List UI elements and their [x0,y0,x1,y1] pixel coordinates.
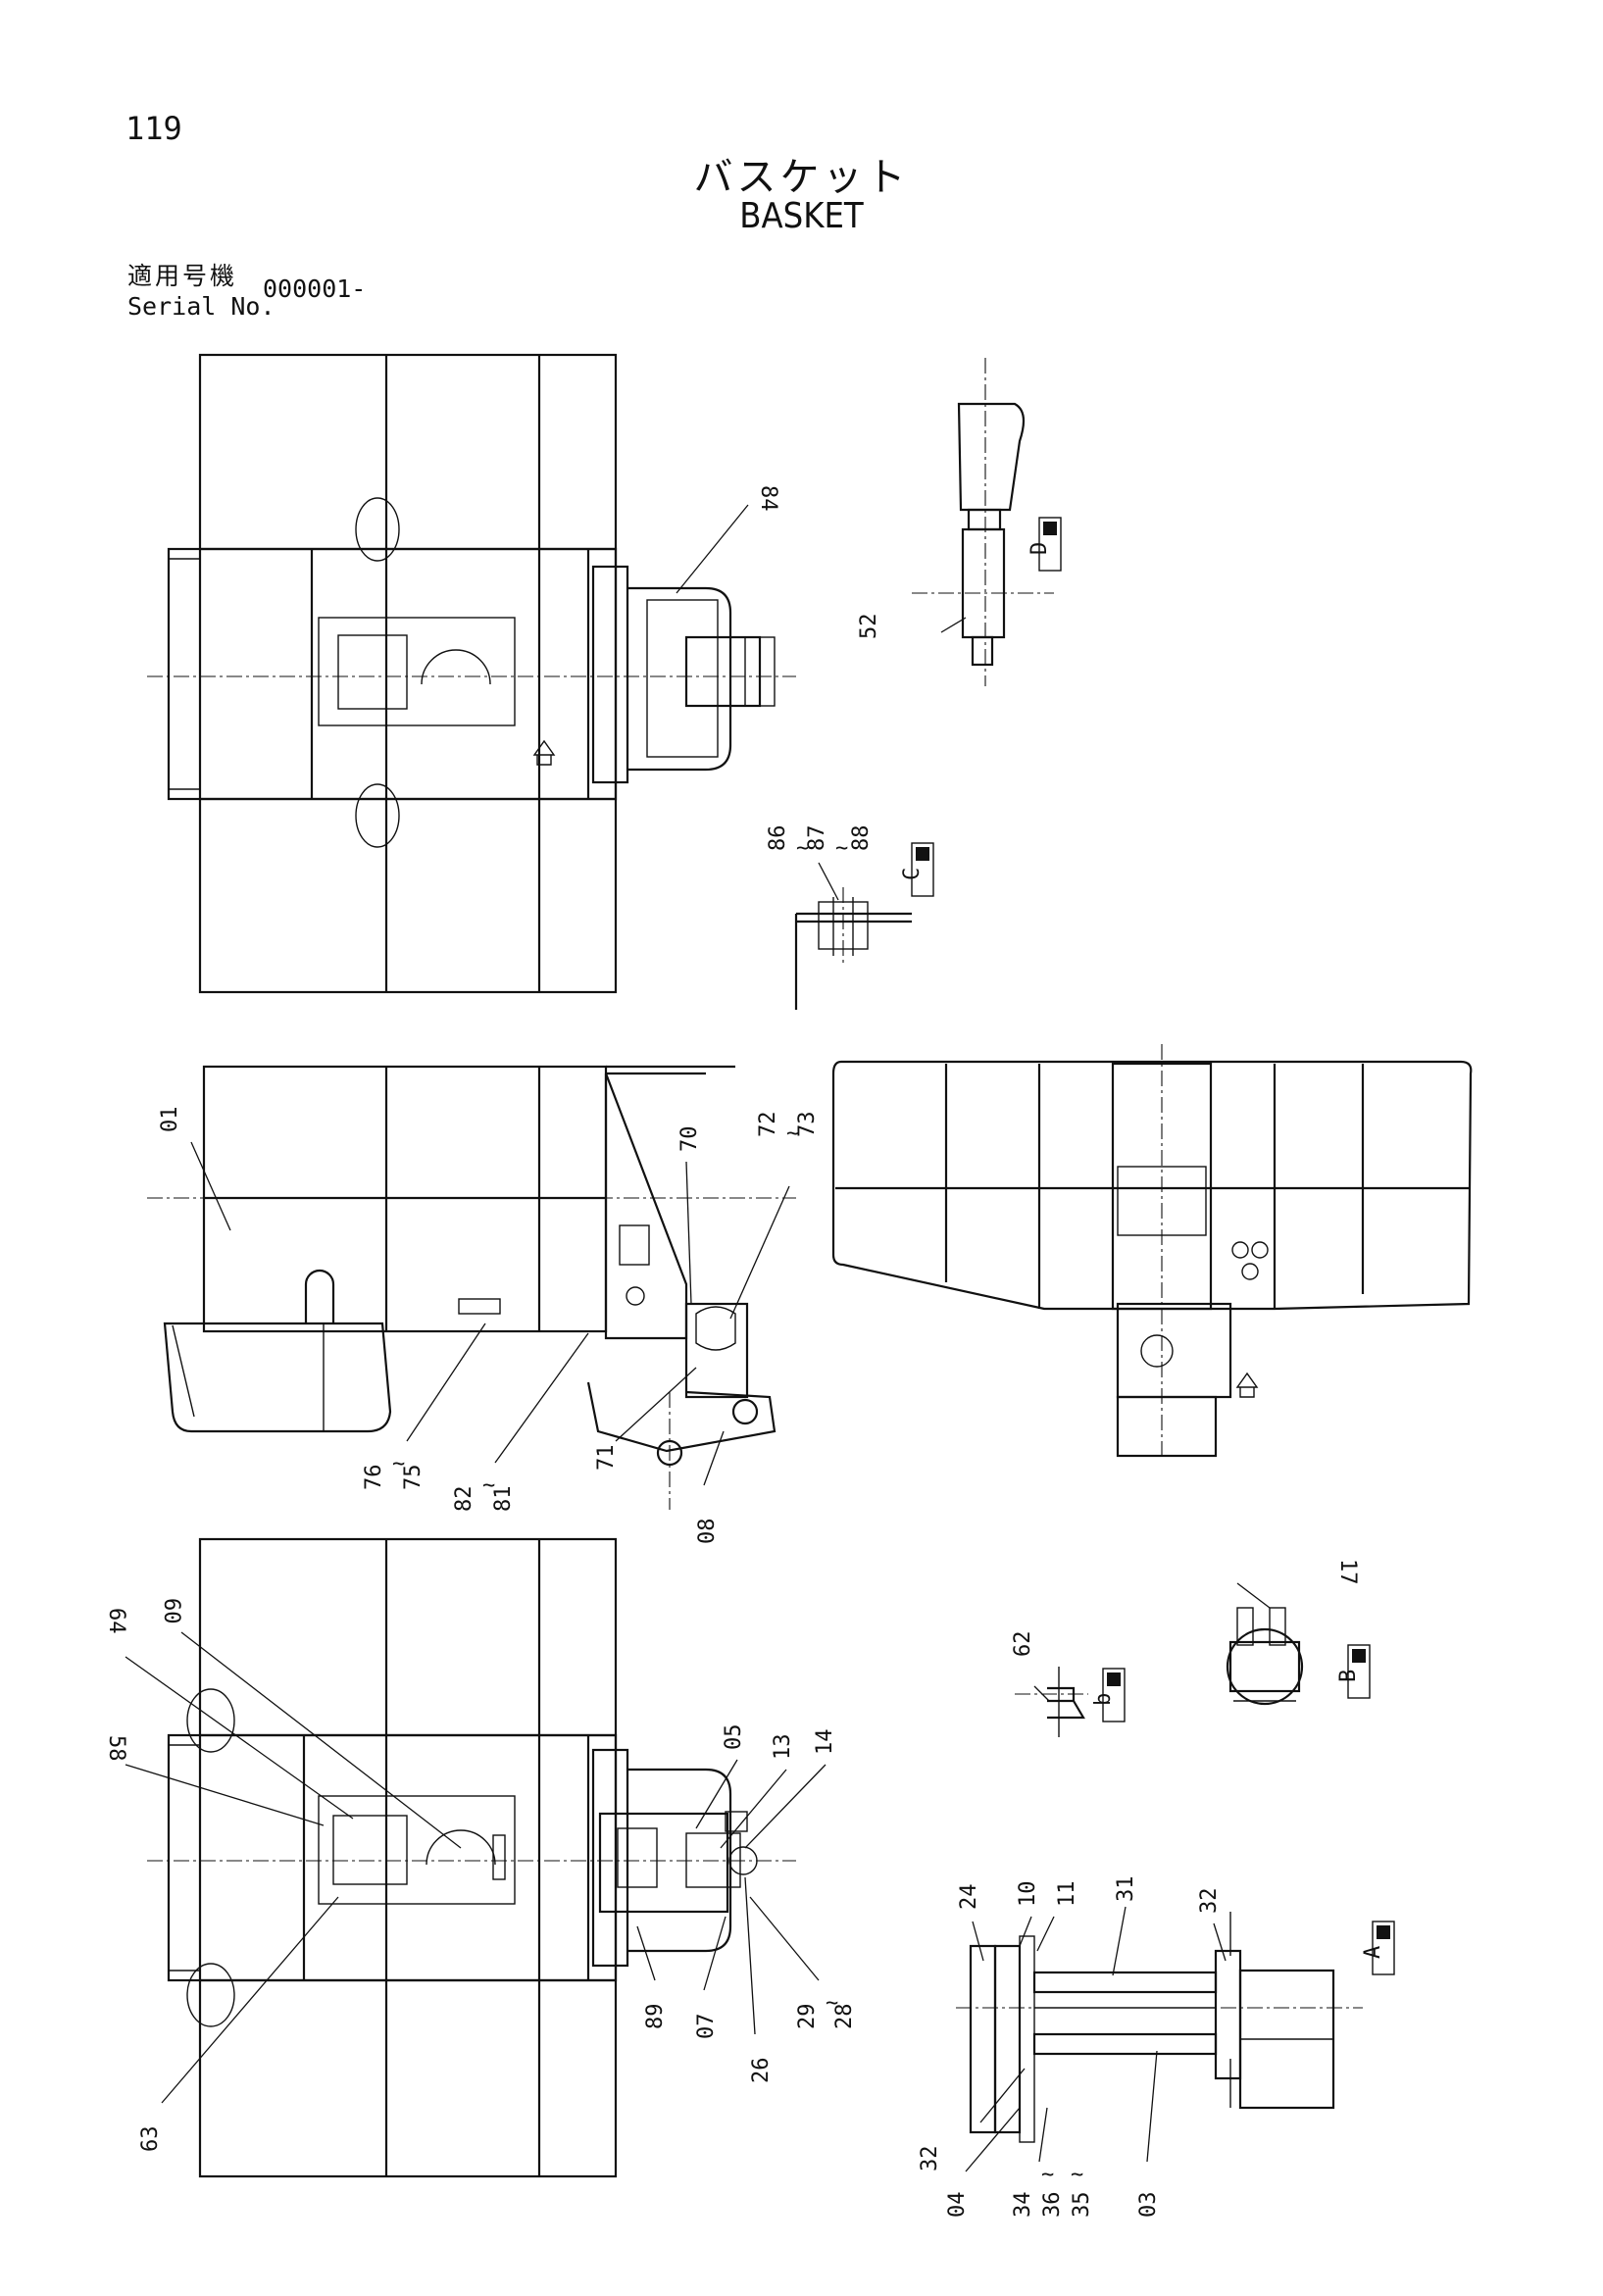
view-tag-b-small: b [1091,1693,1116,1706]
view-tag-a: A [1361,1946,1385,1959]
label-76: 76 [362,1465,386,1491]
top-view-lower [147,1537,796,2178]
label-10: 10 [1016,1881,1040,1908]
label-70: 70 [677,1126,702,1153]
front-view [831,1044,1473,1461]
label-36: 36 [1040,2192,1065,2219]
svg-text:~: ~ [826,1991,838,2016]
svg-text:~: ~ [1041,2163,1054,2187]
label-32-bottom: 32 [918,2146,942,2172]
label-87: 87 [805,825,829,852]
label-07: 07 [694,2014,719,2040]
label-05: 05 [722,1724,746,1751]
label-03: 03 [1136,2192,1161,2219]
label-01: 01 [158,1107,182,1133]
label-26: 26 [749,2058,774,2084]
label-88: 88 [849,825,874,852]
side-view [147,1065,796,1510]
serial-label-japanese: 適用号機 [127,262,238,290]
label-62: 62 [1011,1631,1035,1658]
label-72: 72 [756,1112,780,1138]
detail-b-cylinder [1226,1607,1371,1706]
range-tildes: ~ ~ ~ ~ ~ ~ ~ ~ [392,836,1083,2187]
svg-text:~: ~ [1071,2163,1083,2187]
label-35: 35 [1070,2192,1094,2219]
label-28: 28 [832,2004,857,2030]
view-tag-c: C [900,868,925,880]
svg-text:~: ~ [392,1452,405,1476]
label-29: 29 [795,2004,820,2030]
label-08: 08 [695,1519,720,1545]
label-58: 58 [104,1735,128,1762]
top-view-upper [147,353,796,994]
label-17: 17 [1335,1559,1360,1585]
label-31: 31 [1114,1876,1138,1903]
title-japanese: バスケット [693,155,910,200]
label-63: 63 [138,2126,163,2153]
label-34: 34 [1011,2192,1035,2219]
detail-a [956,1912,1395,2143]
label-24: 24 [957,1884,981,1911]
view-tag-d: D [1027,542,1052,555]
view-tag-b: B [1336,1670,1361,1682]
label-86: 86 [766,825,790,852]
svg-text:~: ~ [796,836,809,861]
label-60: 60 [159,1598,183,1624]
label-82: 82 [452,1486,476,1513]
label-52: 52 [857,614,881,640]
label-13: 13 [771,1734,795,1761]
label-14: 14 [813,1729,837,1756]
label-81: 81 [491,1486,516,1513]
label-75: 75 [401,1465,426,1491]
serial-label-english: Serial No. [127,292,276,321]
part-labels: 84 52 86 87 88 01 70 72 73 76 75 82 81 7… [104,485,1360,2218]
title-english: BASKET [739,196,864,236]
label-11: 11 [1055,1881,1079,1908]
label-71: 71 [594,1445,619,1472]
svg-text:~: ~ [482,1473,495,1498]
label-64: 64 [104,1608,128,1634]
label-32-top: 32 [1197,1888,1222,1915]
label-73: 73 [795,1112,820,1138]
label-04: 04 [945,2192,970,2219]
label-84: 84 [756,485,780,512]
svg-text:~: ~ [835,836,848,861]
leader-lines [125,504,1271,2172]
detail-c [794,842,934,1010]
view-tags: D C b B A [900,542,1385,1959]
label-89: 89 [643,2004,668,2030]
detail-b-small [1015,1667,1126,1737]
detail-d [912,358,1062,686]
page-number: 119 [125,110,182,147]
serial-value: 000001- [263,275,367,303]
svg-text:~: ~ [786,1122,799,1146]
